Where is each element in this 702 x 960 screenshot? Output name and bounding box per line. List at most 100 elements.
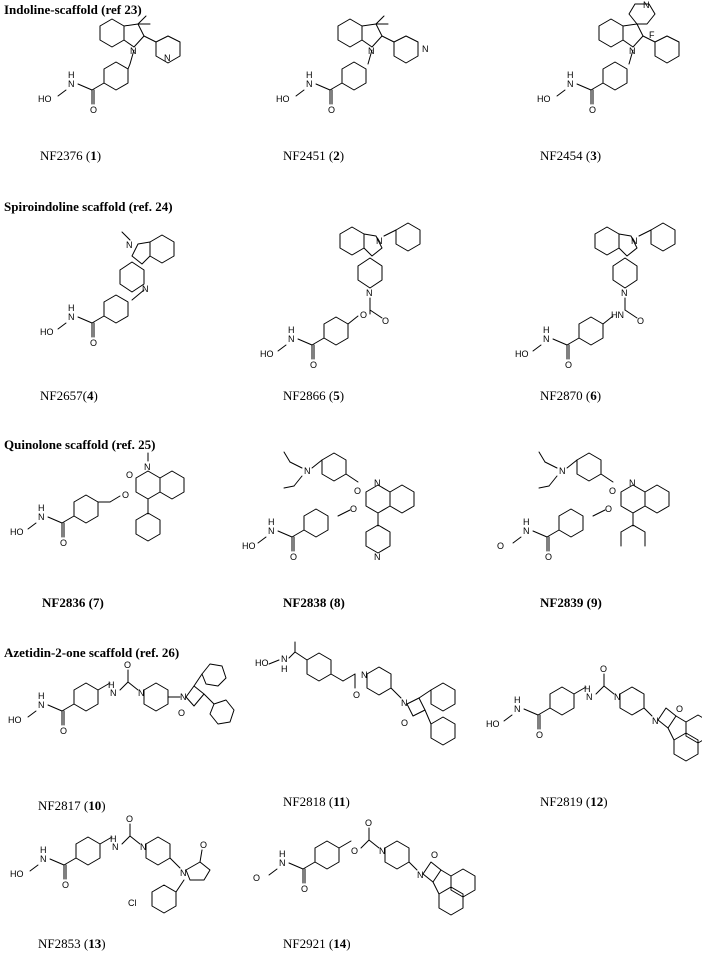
compound-label-12: NF2819 (12) — [540, 794, 608, 809]
svg-text:O: O — [536, 730, 543, 740]
compound-label-13: NF2853 (13) — [38, 936, 106, 951]
svg-text:H: H — [68, 70, 75, 80]
svg-text:H: H — [38, 691, 45, 701]
svg-text:O: O — [90, 105, 97, 115]
svg-text:O: O — [382, 316, 389, 326]
svg-text:N: N — [180, 868, 187, 878]
svg-text:H: H — [523, 517, 530, 527]
svg-text:O: O — [605, 504, 612, 514]
svg-text:N: N — [138, 688, 145, 698]
svg-text:N: N — [110, 688, 117, 698]
svg-text:O: O — [253, 873, 260, 883]
svg-text:N: N — [652, 716, 659, 726]
compound-label-10: NF2817 (10) — [38, 798, 106, 813]
structure-nf2657: N N O H N HO — [40, 231, 175, 348]
compound-label-7: NF2836 (7) — [42, 595, 104, 610]
svg-text:O: O — [565, 360, 572, 370]
svg-text:N: N — [543, 334, 550, 344]
svg-text:H: H — [68, 303, 75, 313]
svg-text:N: N — [180, 692, 187, 702]
svg-text:N: N — [279, 858, 286, 868]
svg-text:N: N — [268, 526, 275, 536]
compound-label-4: NF2657(4) — [40, 388, 98, 403]
section-title-azetidinone: Azetidin-2-one scaffold (ref. 26) — [4, 645, 180, 660]
svg-text:N: N — [38, 512, 45, 522]
svg-text:O: O — [62, 880, 69, 890]
section-title-indoline: Indoline-scaffold (ref 23) — [4, 2, 142, 17]
svg-text:N: N — [361, 670, 368, 680]
svg-text:HO: HO — [515, 349, 529, 359]
svg-text:N: N — [374, 552, 381, 562]
svg-text:HO: HO — [10, 869, 24, 879]
svg-text:N: N — [68, 312, 75, 322]
svg-text:O: O — [600, 664, 607, 674]
svg-text:O: O — [676, 704, 683, 714]
svg-text:N: N — [567, 79, 574, 89]
svg-text:N: N — [621, 288, 628, 298]
svg-text:N: N — [40, 854, 47, 864]
svg-text:H: H — [567, 70, 574, 80]
svg-text:H: H — [279, 849, 286, 859]
structure-nf2818: HO N H O N N O — [255, 641, 456, 746]
structure-nf2836: N O O O H N HO — [10, 452, 185, 548]
svg-text:H: H — [110, 834, 117, 844]
svg-text:HO: HO — [537, 94, 551, 104]
svg-text:O: O — [589, 105, 596, 115]
compound-label-5: NF2866 (5) — [283, 388, 345, 403]
structure-nf2870: N N O HN O H N HO — [515, 222, 676, 370]
svg-text:N: N — [422, 44, 429, 54]
svg-text:N: N — [306, 79, 313, 89]
svg-text:N: N — [586, 692, 593, 702]
structure-nf2921: O O N N O O H N O — [253, 818, 476, 916]
svg-text:N: N — [631, 236, 638, 246]
svg-text:N: N — [401, 698, 408, 708]
svg-text:H: H — [306, 70, 313, 80]
svg-text:O: O — [637, 316, 644, 326]
svg-text:O: O — [360, 310, 367, 320]
svg-text:H: H — [584, 684, 591, 694]
svg-text:N: N — [523, 526, 530, 536]
svg-text:F: F — [649, 30, 655, 40]
svg-text:HO: HO — [255, 658, 269, 668]
svg-text:N: N — [68, 79, 75, 89]
svg-text:H: H — [40, 845, 47, 855]
compound-label-14: NF2921 (14) — [283, 936, 351, 951]
svg-text:H: H — [281, 664, 288, 674]
svg-text:O: O — [122, 490, 129, 500]
structure-nf2451: N N O H N HO — [276, 15, 429, 115]
svg-text:N: N — [112, 842, 119, 852]
compound-label-8: NF2838 (8) — [283, 595, 345, 610]
svg-text:O: O — [350, 504, 357, 514]
compound-label-1: NF2376 (1) — [40, 148, 102, 163]
svg-text:HO: HO — [10, 527, 24, 537]
structure-nf2819: N H O N N O O H N HO — [486, 664, 702, 762]
svg-text:N: N — [417, 870, 424, 880]
svg-text:O: O — [497, 541, 504, 551]
compound-label-6: NF2870 (6) — [540, 388, 602, 403]
svg-text:O: O — [200, 840, 207, 850]
compound-label-3: NF2454 (3) — [540, 148, 602, 163]
svg-text:H: H — [38, 503, 45, 513]
structure-nf2454: N F N O H N HO — [537, 0, 680, 115]
structure-nf2817: N H O N N O O H N HO — [8, 660, 235, 736]
svg-text:N: N — [559, 466, 566, 476]
structure-nf2866: N N O O O H N HO — [260, 222, 421, 370]
svg-text:O: O — [401, 718, 408, 728]
svg-text:HO: HO — [8, 715, 22, 725]
svg-text:H: H — [268, 517, 275, 527]
compound-label-11: NF2818 (11) — [283, 794, 350, 809]
svg-text:N: N — [142, 284, 149, 294]
svg-text:HO: HO — [486, 719, 500, 729]
svg-text:N: N — [281, 654, 288, 664]
svg-text:H: H — [108, 680, 115, 690]
section-title-quinolone: Quinolone scaffold (ref. 25) — [4, 437, 156, 452]
svg-text:O: O — [545, 552, 552, 562]
svg-text:HO: HO — [40, 327, 54, 337]
svg-text:O: O — [290, 552, 297, 562]
svg-text:O: O — [126, 814, 133, 824]
svg-text:N: N — [514, 704, 521, 714]
svg-text:N: N — [126, 240, 133, 250]
svg-text:HO: HO — [260, 349, 274, 359]
svg-text:O: O — [60, 538, 67, 548]
svg-text:N: N — [164, 53, 171, 63]
